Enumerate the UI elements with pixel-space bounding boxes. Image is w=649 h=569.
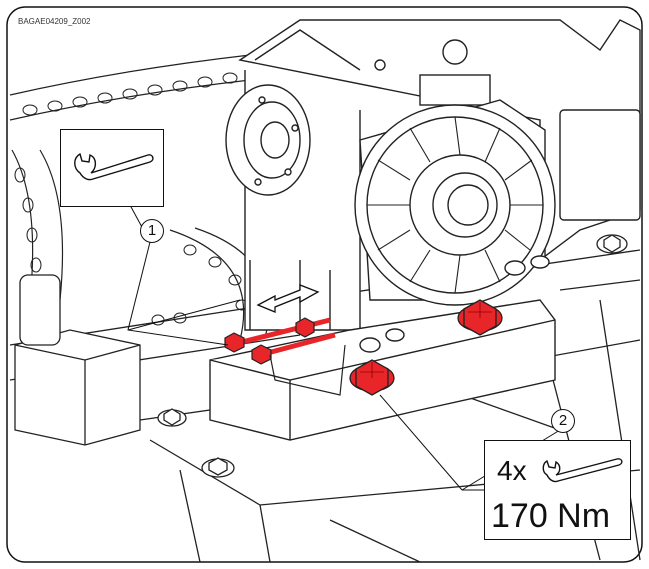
torque-spec-box: 4x 170 Nm <box>484 440 631 540</box>
torque-value-label: 170 Nm <box>491 497 611 535</box>
motor-end-cap <box>225 84 311 196</box>
callout-number-1: 1 <box>140 219 164 243</box>
bolt-count-label: 4x <box>497 455 527 486</box>
document-id-label: BAGAE04209_Z002 <box>18 17 91 26</box>
gear-cover <box>354 99 556 306</box>
frame-border <box>6 6 643 563</box>
red-mounting-bolts <box>349 299 503 396</box>
wrench-icon <box>74 152 154 181</box>
drive-chain <box>9 54 270 341</box>
bearing-block <box>14 274 141 446</box>
callout-number-2: 2 <box>551 409 575 433</box>
adjustment-arrow <box>256 284 320 313</box>
wrench-icon <box>542 458 623 483</box>
base-bolts <box>157 234 628 478</box>
tensioning-bolt <box>224 317 346 396</box>
